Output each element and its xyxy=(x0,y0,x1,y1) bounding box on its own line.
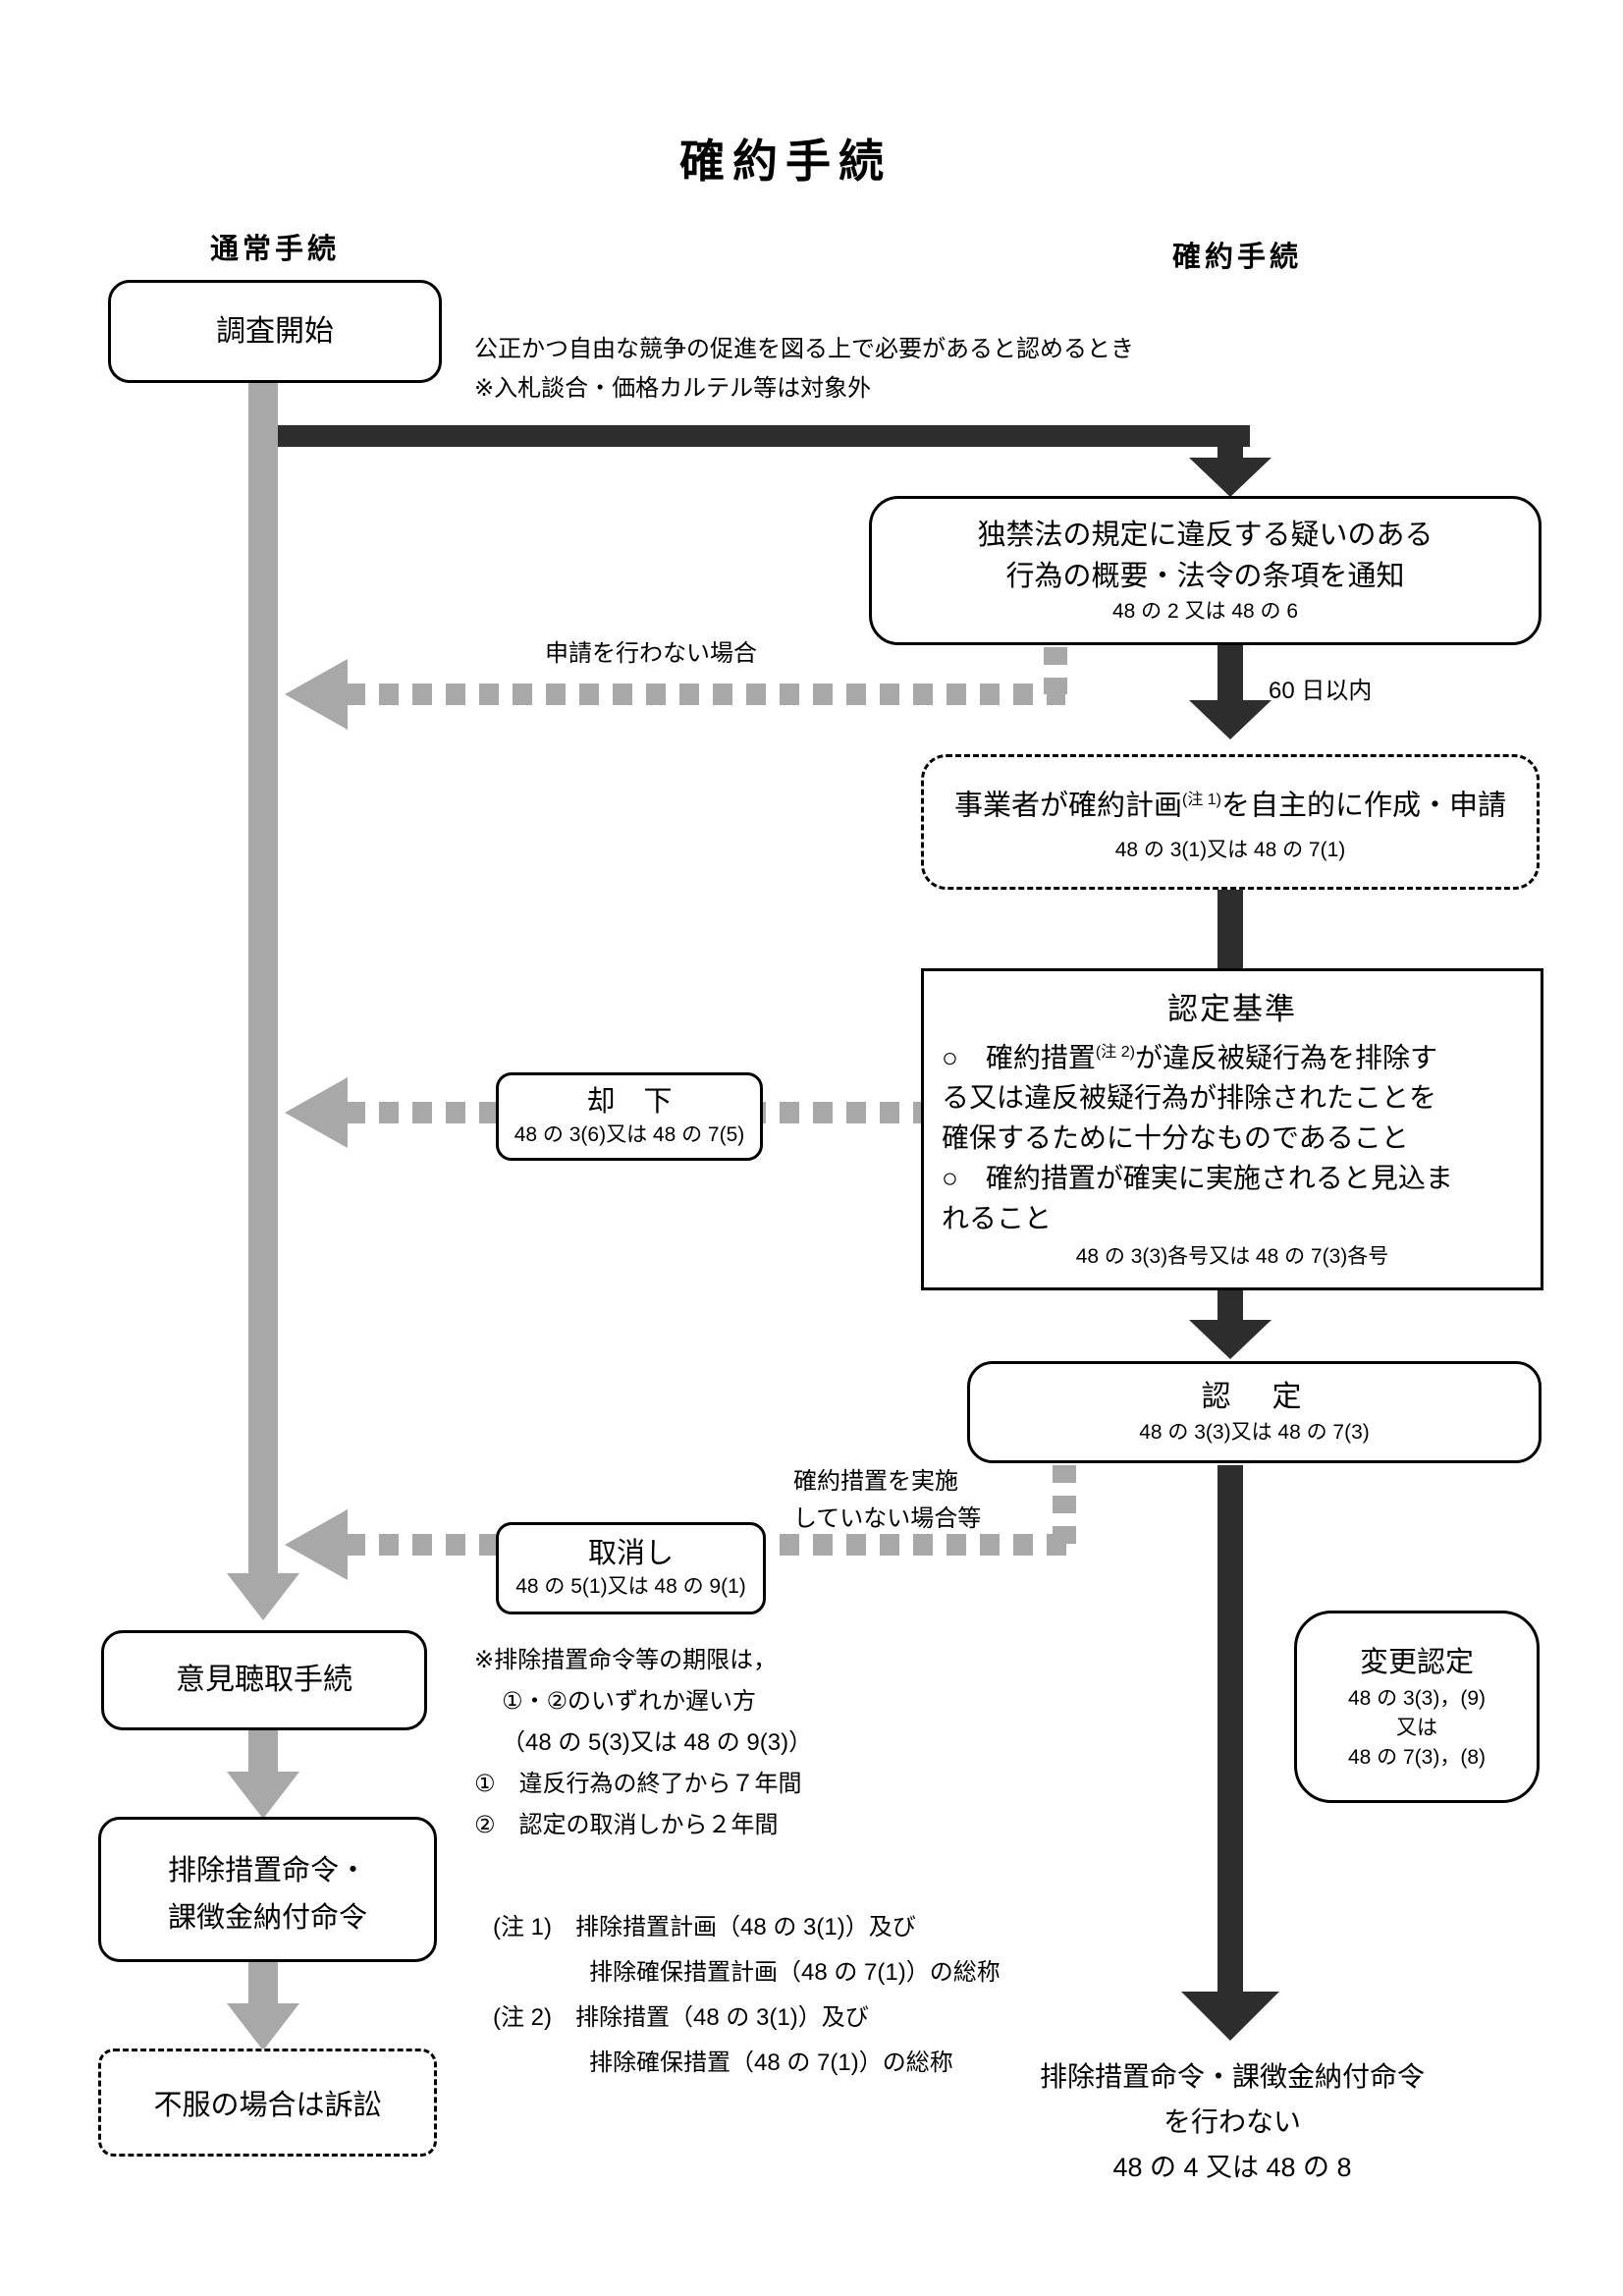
deadline-note-line3: （48 の 5(3)又は 48 の 9(3)） xyxy=(502,1729,813,1756)
node-ref: 48 の 3(1)又は 48 の 7(1) xyxy=(1114,838,1346,861)
page-title: 確約手続 xyxy=(679,136,892,187)
node-certification: 認 定 48 の 3(3)又は 48 の 7(3) xyxy=(967,1361,1542,1463)
node-ref-line1: 48 の 3(3)，(9) xyxy=(1347,1687,1487,1710)
column-header-normal-procedure: 通常手続 xyxy=(209,234,340,265)
black-vertical-line-2 xyxy=(1217,645,1243,702)
node-ref: 48 の 3(3)又は 48 の 7(3) xyxy=(1139,1421,1370,1444)
terminal-no-order-line2: を行わない xyxy=(1163,2106,1301,2137)
arrow-down-to-no-order-icon xyxy=(1181,1992,1279,2041)
arrow-down-to-lawsuit-icon xyxy=(227,2003,299,2050)
node-notify-suspected-violation: 独禁法の規定に違反する疑いのある 行為の概要・法令の条項を通知 48 の 2 又… xyxy=(869,496,1542,645)
deadline-note-line2: ①・②のいずれか遅い方 xyxy=(502,1688,757,1715)
start-note-line1: 公正かつ自由な競争の促進を図る上で必要があると認めるとき xyxy=(474,336,1134,362)
node-label: 不服の場合は訴訟 xyxy=(153,2090,382,2121)
arrow-left-reject-icon xyxy=(285,1077,348,1148)
node-ref: 48 の 2 又は 48 の 6 xyxy=(1111,600,1299,623)
label-cancel-condition-line2: していない場合等 xyxy=(793,1505,982,1532)
footnote1-line1: (注 1) 排除措置計画（48 の 3(1)）及び xyxy=(493,1914,916,1941)
criteria-title: 認定基準 xyxy=(1167,992,1297,1026)
node-ref: 48 の 5(1)又は 48 の 9(1) xyxy=(515,1575,746,1598)
black-vertical-line-4 xyxy=(1217,1290,1243,1322)
arrow-left-cancel-icon xyxy=(285,1509,348,1580)
arrow-down-to-approval-icon xyxy=(1189,1320,1271,1359)
node-commitment-plan-application: 事業者が確約計画(注 1)を自主的に作成・申請 48 の 3(1)又は 48 の… xyxy=(921,754,1540,890)
arrow-down-to-plan-icon xyxy=(1189,700,1271,739)
terminal-no-order-ref: 48 の 4 又は 48 の 8 xyxy=(1112,2153,1352,2182)
terminal-no-order: 排除措置命令・課徴金納付命令 を行わない 48 の 4 又は 48 の 8 xyxy=(928,2054,1537,2190)
gray-main-line xyxy=(248,381,278,1573)
label-cancel-condition: 確約措置を実施 していない場合等 xyxy=(793,1463,981,1538)
plan-text-before: 事業者が確約計画 xyxy=(953,790,1182,822)
dashed-line-no-application-horizontal xyxy=(346,683,1065,705)
black-horizontal-line xyxy=(278,425,1250,447)
deadline-note: ※排除措置命令等の期限は， ①・②のいずれか遅い方 （48 の 5(3)又は 4… xyxy=(474,1640,812,1846)
deadline-note-line1: ※排除措置命令等の期限は， xyxy=(474,1647,778,1673)
arrow-down-to-notify-icon xyxy=(1189,458,1271,497)
column-header-commitment-procedure: 確約手続 xyxy=(1171,242,1302,273)
node-modified-certification: 変更認定 48 の 3(3)，(9) 又は 48 の 7(3)，(8) xyxy=(1294,1611,1540,1803)
footnote2-line1: (注 2) 排除措置（48 の 3(1)）及び xyxy=(493,2004,869,2031)
arrow-down-to-hearing-icon xyxy=(227,1573,299,1620)
terminal-no-order-line1: 排除措置命令・課徴金納付命令 xyxy=(1039,2061,1425,2092)
label-no-application: 申請を行わない場合 xyxy=(545,640,757,667)
deadline-note-line5: ② 認定の取消しから２年間 xyxy=(474,1812,779,1838)
node-cancellation: 取消し 48 の 5(1)又は 48 の 9(1) xyxy=(496,1522,766,1614)
label-sixty-days: 60 日以内 xyxy=(1269,678,1373,704)
node-certification-criteria: 認定基準 ○ 確約措置(注 2)が違反被疑行為を排除す る又は違反被疑行為が排除… xyxy=(921,968,1543,1290)
node-label: 却 下 xyxy=(586,1086,673,1118)
node-ref: 48 の 3(6)又は 48 の 7(5) xyxy=(514,1123,745,1146)
node-label-line2: 行為の概要・法令の条項を通知 xyxy=(1005,561,1405,592)
node-label: 意見聴取手続 xyxy=(176,1664,352,1696)
node-reject: 却 下 48 の 3(6)又は 48 の 7(5) xyxy=(496,1072,763,1161)
label-cancel-condition-line1: 確約措置を実施 xyxy=(793,1468,958,1495)
deadline-note-line4: ① 違反行為の終了から７年間 xyxy=(474,1771,802,1797)
footnote1-line2: 排除確保措置計画（48 の 7(1)）の総称 xyxy=(589,1959,1001,1986)
node-label-line1: 排除措置命令・ xyxy=(167,1855,367,1886)
node-ref-line2: 又は xyxy=(1396,1717,1437,1739)
gray-vertical-line-2 xyxy=(248,1730,278,1776)
criteria-item1-before: ○ 確約措置 xyxy=(942,1042,1096,1073)
start-note-line2: ※入札談合・価格カルテル等は対象外 xyxy=(474,375,872,402)
gray-vertical-line-3 xyxy=(248,1962,278,2007)
node-label: 調査開始 xyxy=(216,314,334,348)
black-vertical-line-5 xyxy=(1217,1465,1243,1994)
node-label: 認 定 xyxy=(1201,1381,1308,1413)
arrow-left-no-application-icon xyxy=(285,659,348,730)
plan-footnote-ref: (注 1) xyxy=(1181,792,1221,809)
criteria-item2-line1: ○ 確約措置が確実に実施されると見込ま xyxy=(942,1163,1453,1194)
node-ref-line3: 48 の 7(3)，(8) xyxy=(1347,1746,1487,1769)
criteria-footnote-ref: (注 2) xyxy=(1095,1044,1135,1061)
criteria-item1-after: が違反被疑行為を排除す xyxy=(1134,1042,1437,1073)
criteria-item1-line3: 確保するために十分なものであること xyxy=(942,1122,1409,1154)
criteria-item1-line1: ○ 確約措置(注 2)が違反被疑行為を排除す xyxy=(924,1032,1541,1077)
node-investigation-start: 調査開始 xyxy=(108,280,442,383)
node-lawsuit-if-dissatisfied: 不服の場合は訴訟 xyxy=(98,2049,437,2157)
node-label-line2: 課徴金納付命令 xyxy=(167,1902,367,1934)
node-cease-and-desist-order: 排除措置命令・ 課徴金納付命令 xyxy=(98,1817,437,1962)
node-hearing-procedure: 意見聴取手続 xyxy=(101,1630,427,1730)
footnote2-line2: 排除確保措置（48 の 7(1)）の総称 xyxy=(589,2050,953,2076)
node-ref: 48 の 3(3)各号又は 48 の 7(3)各号 xyxy=(1075,1245,1389,1269)
arrow-down-to-order-icon xyxy=(227,1772,299,1819)
black-vertical-line-3 xyxy=(1217,890,1243,968)
criteria-item1-line2: る又は違反被疑行為が排除されたことを xyxy=(942,1082,1437,1114)
footnotes: (注 1) 排除措置計画（48 の 3(1)）及び 排除確保措置計画（48 の … xyxy=(493,1905,1001,2086)
node-label: 変更認定 xyxy=(1359,1647,1474,1678)
start-note: 公正かつ自由な競争の促進を図る上で必要があると認めるとき ※入札談合・価格カルテ… xyxy=(474,330,1134,409)
node-label: 事業者が確約計画(注 1)を自主的に作成・申請 xyxy=(954,779,1506,828)
node-label-line1: 独禁法の規定に違反する疑いのある xyxy=(977,519,1434,551)
criteria-item2-line2: れること xyxy=(942,1203,1053,1234)
plan-text-after: を自主的に作成・申請 xyxy=(1221,790,1507,822)
node-label: 取消し xyxy=(587,1538,674,1569)
